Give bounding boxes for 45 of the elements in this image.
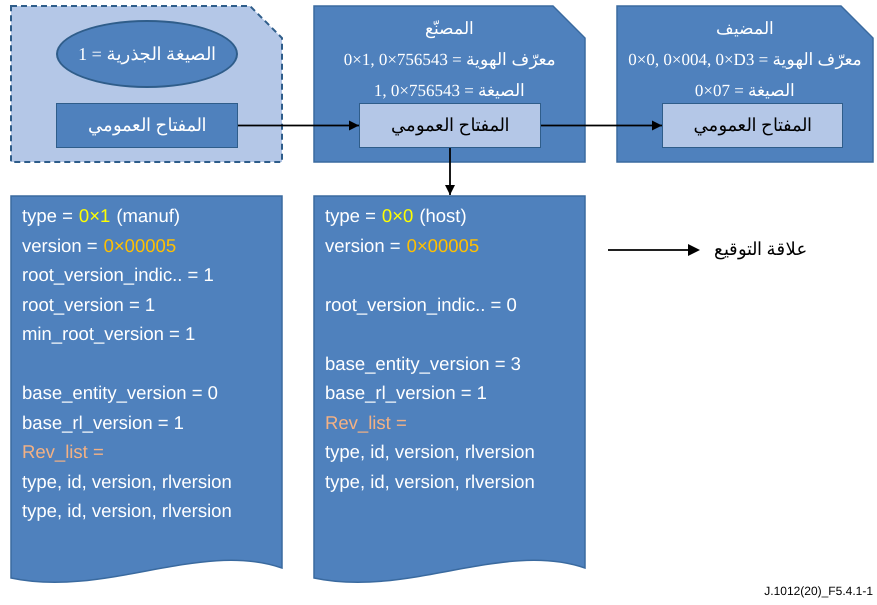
field-text: base_rl_version = 1 [22,410,184,435]
node-text: 1 = الصيغة الجذرية [78,42,216,66]
public-key-box [359,103,541,148]
public-key-box [56,103,238,148]
field-text: min_root_version = 1 [22,322,196,346]
arrow [541,120,662,130]
field-text: version = [325,234,401,258]
legend-text: علاقة التوقيع [714,238,808,262]
arrow [238,120,359,130]
field-text: Rev_list = [325,410,407,435]
root-card [10,5,283,163]
field-text: type, id, version, rlversion [22,470,232,494]
arrow [445,148,455,195]
field-text: 0×0 [382,204,414,228]
field-text: (manuf) [116,204,180,228]
node-text: المفتاح العمومي [390,114,510,138]
node-text: المفتاح العمومي [88,114,206,138]
field-text: type, id, version, rlversion [325,470,535,494]
field-text: root_version_indic.. = 1 [22,263,214,287]
node-text: المفتاح العمومي [693,114,812,138]
card-text: 0×0, 0×004, 0×D3 = معرّف الهوية [628,49,862,72]
field-text: 0×1 [78,204,110,228]
figure-id: J.1012(20)_F5.4.1-1 [764,583,873,600]
card-title: المضيف [716,18,774,40]
field-text: Rev_list = [22,440,104,464]
field-text: 0×00005 [104,234,176,258]
card-text: 1, 0×756543 = الصيغة [374,80,526,102]
card-title: المصنّع [425,18,474,40]
field-text: type, id, version, rlversion [325,440,535,464]
field-text: base_entity_version = 0 [22,381,218,405]
field-text: root_version = 1 [22,292,156,317]
field-text: base_entity_version = 3 [325,352,521,376]
field-text: type = [22,204,73,228]
field-text: version = [22,234,98,258]
card-text: 0×07 = الصيغة [694,80,796,102]
manufacturer-card [313,5,586,163]
field-text: type = [325,204,376,228]
field-text: type, id, version, rlversion [22,499,232,523]
field-text: (host) [419,204,467,228]
field-text: root_version_indic.. = 0 [325,292,517,317]
field-text: 0×00005 [406,234,480,258]
host-card [616,5,874,163]
card-text: 0×1, 0×756543 = معرّف الهوية [344,49,556,72]
field-text: base_rl_version = 1 [325,381,487,405]
public-key-box [662,103,843,148]
